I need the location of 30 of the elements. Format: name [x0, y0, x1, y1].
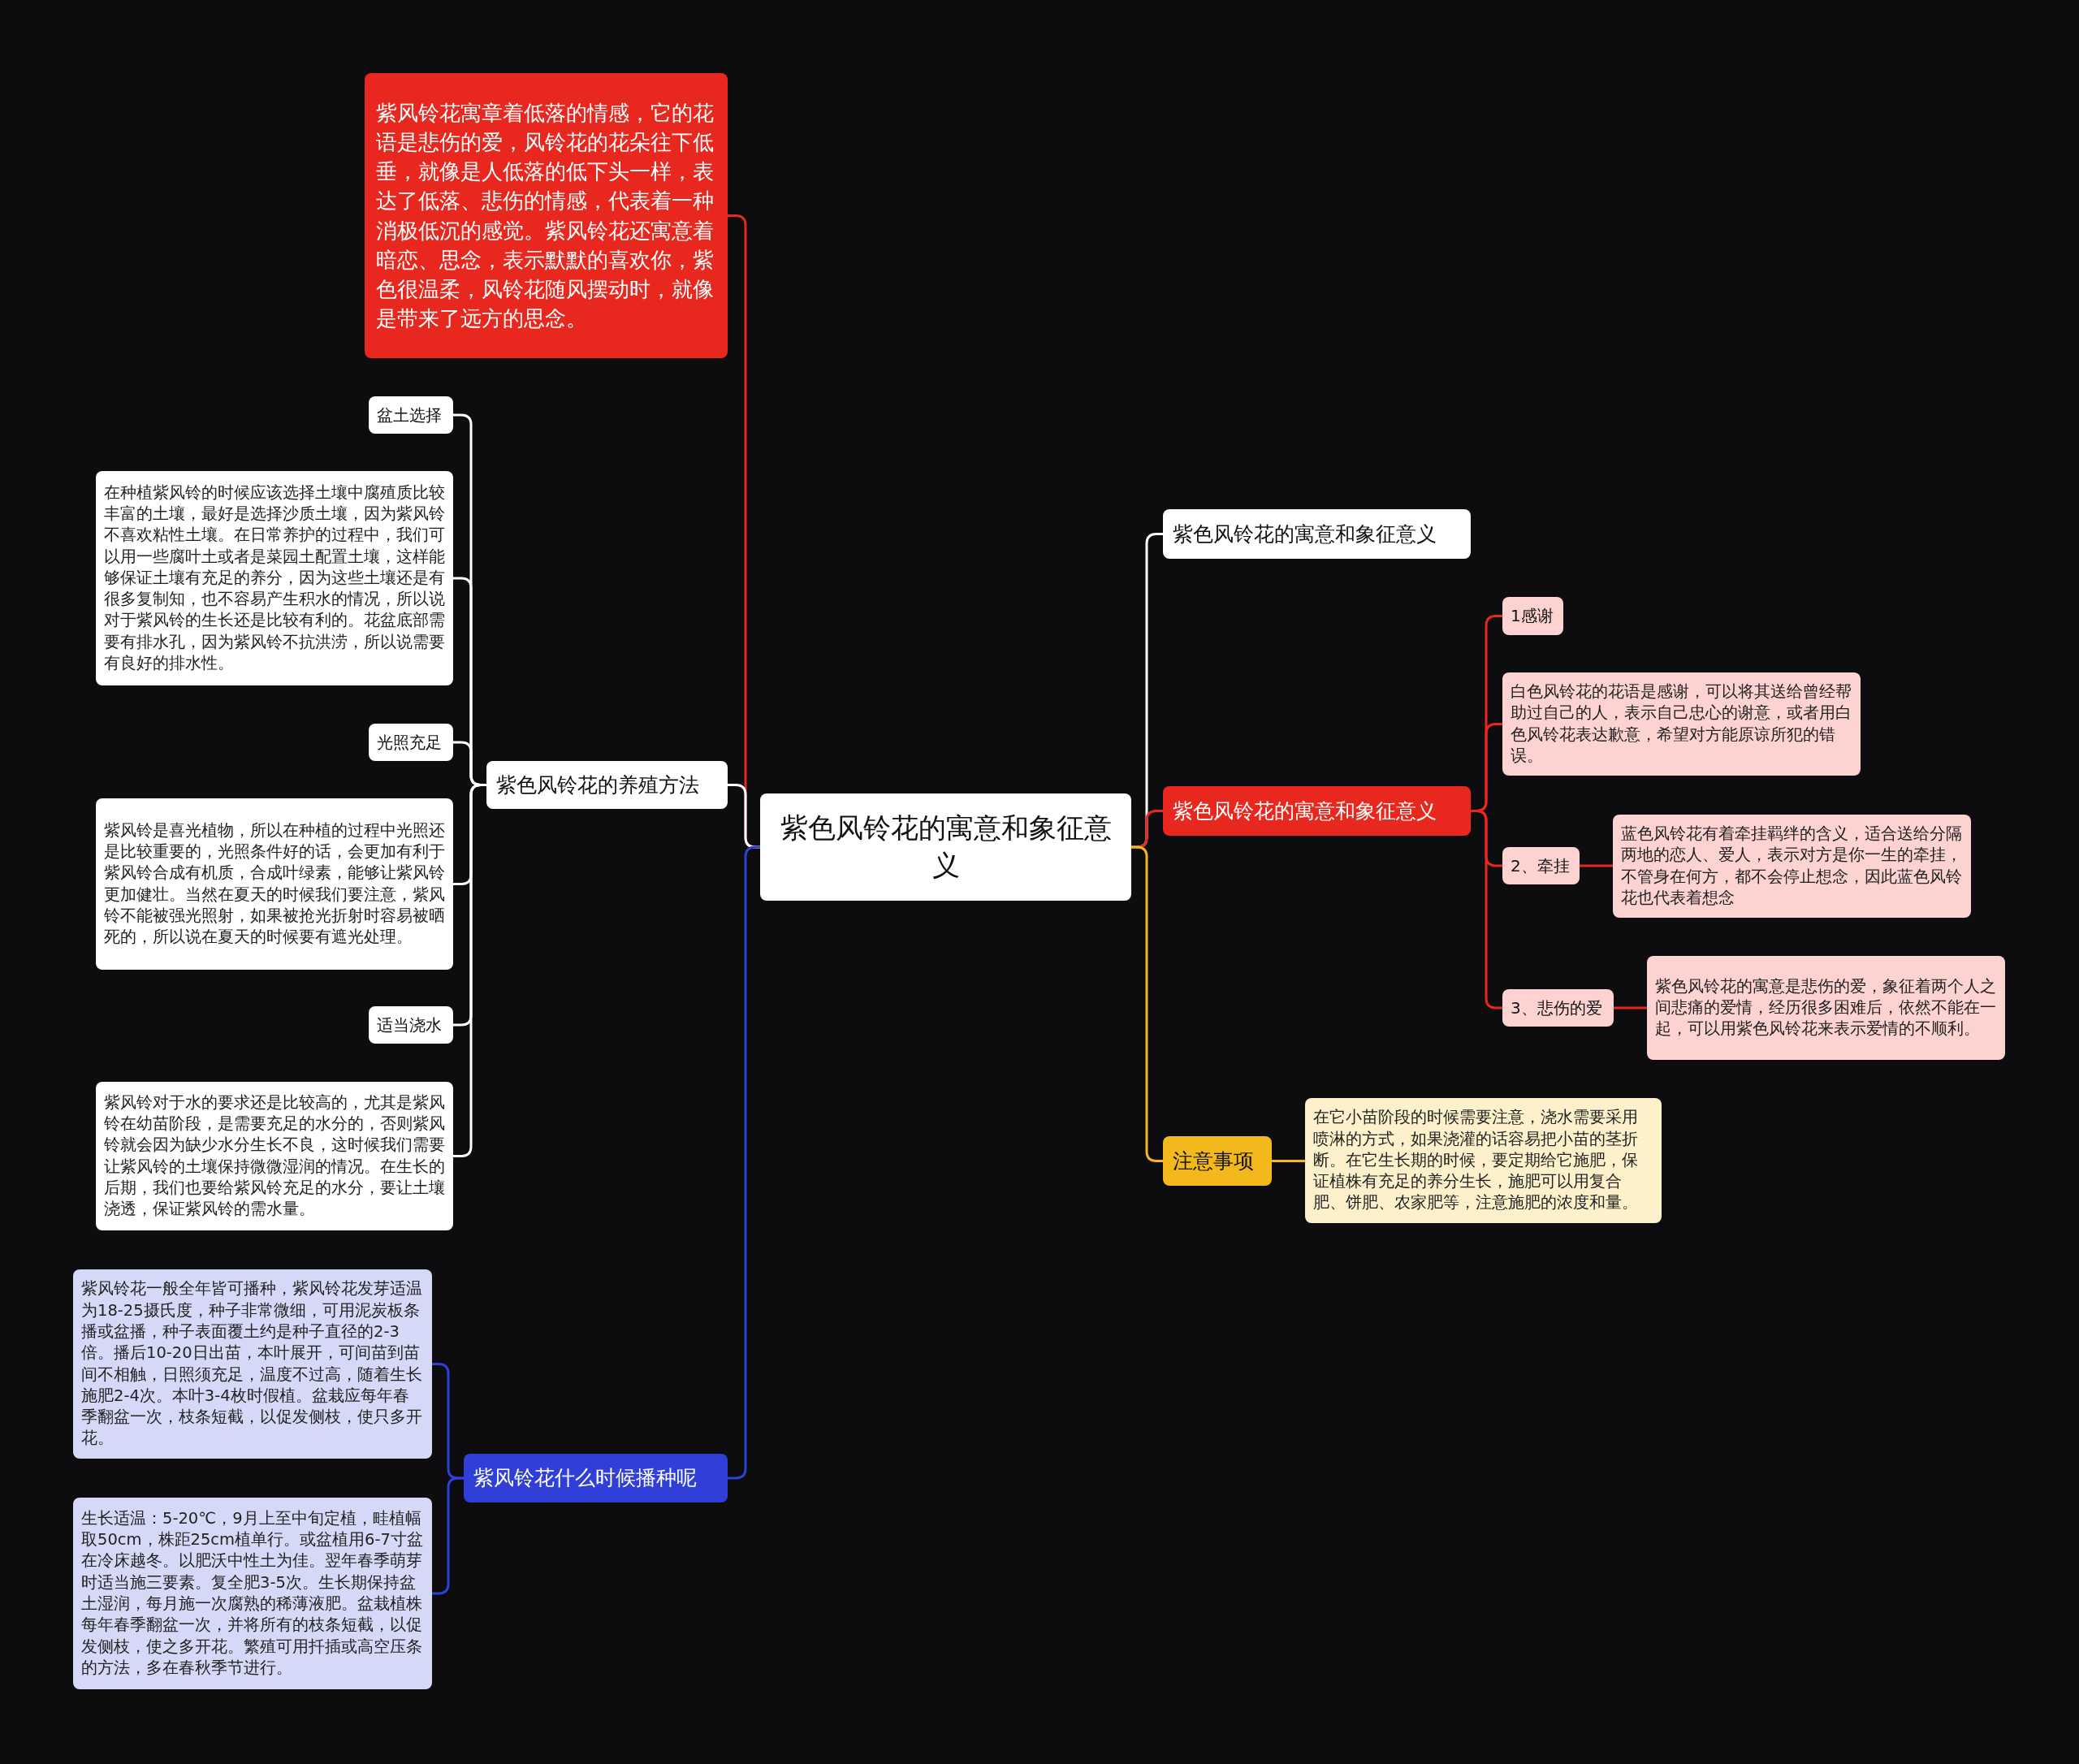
connector: [1131, 845, 1163, 1162]
connector: [728, 845, 761, 1480]
branch-topic-box: 注意事项: [1163, 1136, 1272, 1186]
subtopic-box: 2、牵挂: [1502, 847, 1580, 884]
subtopic-box: 盆土选择: [369, 396, 453, 434]
subtopic-box: 1感谢: [1502, 597, 1563, 635]
note-box: 在种植紫风铃的时候应该选择土壤中腐殖质比较丰富的土壤，最好是选择沙质土壤，因为紫风铃不喜欢粘性土壤。在日常养护的过程中，我们可以用一些腐叶土或者是菜园土配置土壤，这样能够保证土壤有充足的养分，因为这些土壤还是有很多复制知，也不容易产生积水的情况，所以说对于紫风铃的生长还是比较有利的。花盆底部需要有排水孔，因为紫风铃不抗洪涝，所以说需要有良好的排水性。: [96, 471, 453, 685]
note-box: 生长适温：5-20℃，9月上至中旬定植，畦植幅取50cm，株距25cm植单行。或盆植用6-7寸盆在冷床越冬。以肥沃中性土为佳。翌年春季萌芽时适当施三要素。复全肥3-5次。生长期保持盆土湿润，每月施一次腐熟的稀薄液肥。盆栽植株每年春季翻盆一次，并将所有的枝条短截，以促发侧枝，使之多开花。繁殖可用扦插或高空压条的方法，多在春秋季节进行。: [73, 1498, 432, 1689]
note-box: 紫风铃花一般全年皆可播种，紫风铃花发芽适温为18-25摄氏度，种子非常微细，可用泥炭板条播或盆播，种子表面覆土约是种子直径的2-3倍。播后10-20日出苗，本叶展开，可间苗到苗间不相触，日照须充足，温度不过高，随着生长施肥2-4次。本叶3-4枚时假植。盆栽应每年春季翻盆一次，枝条短截，以促发侧枝，使只多开花。: [73, 1269, 432, 1459]
connector: [1471, 810, 1502, 1010]
connector: [432, 1476, 464, 1595]
subtopic-box: 光照充足: [369, 724, 453, 761]
note-box: 紫风铃是喜光植物，所以在种植的过程中光照还是比较重要的，光照条件好的话，会更加有利于紫风铃合成有机质，合成叶绿素，能够让紫风铃更加健壮。当然在夏天的时候我们要注意，紫风铃不能被强光照射，如果被抢光折射时容易被晒死的，所以说在夏天的时候要有遮光处理。: [96, 798, 453, 970]
branch-topic-box: 紫色风铃花的寓意和象征意义: [1163, 786, 1471, 836]
note-box: 紫风铃对于水的要求还是比较高的，尤其是紫风铃在幼苗阶段，是需要充足的水分的，否则紫风铃就会因为缺少水分生长不良，这时候我们需要让紫风铃的土壤保持微微湿润的情况。在生长的后期，我们也要给紫风铃充足的水分，要让土壤浇透，保证紫风铃的需水量。: [96, 1082, 453, 1230]
note-box: 紫色风铃花的寓意是悲伤的爱，象征着两个人之间悲痛的爱情，经历很多困难后，依然不能在一起，可以用紫色风铃花来表示爱情的不顺利。: [1647, 956, 2005, 1060]
note-box: 紫风铃花寓章着低落的情感，它的花语是悲伤的爱，风铃花的花朵往下低垂，就像是人低落的低下头一样，表达了低落、悲伤的情感，代表着一种消极低沉的感觉。紫风铃花还寓意着暗恋、思念，表示默默的喜欢你，紫色很温柔，风铃花随风摆动时，就像是带来了远方的思念。: [365, 73, 728, 358]
note-box: 白色风铃花的花语是感谢，可以将其送给曾经帮助过自己的人，表示自己忠心的谢意，或者用白色风铃花表达歉意，希望对方能原谅所犯的错误。: [1502, 672, 1861, 776]
branch-topic-box: 紫风铃花什么时候播种呢: [464, 1454, 728, 1502]
connector: [1614, 1006, 1647, 1010]
note-box: 在它小苗阶段的时候需要注意，浇水需要采用喷淋的方式，如果浇灌的话容易把小苗的茎折断。在它生长期的时候，要定期给它施肥，保证植株有充足的养分生长，施肥可以用复合肥、饼肥、农家肥等，注意施肥的浓度和量。: [1305, 1098, 1662, 1223]
connector: [453, 784, 486, 1157]
branch-topic-box: 紫色风铃花的寓意和象征意义: [1163, 509, 1471, 559]
note-box: 蓝色风铃花有着牵挂羁绊的含义，适合送给分隔两地的恋人、爱人，表示对方是你一生的牵挂，不管身在何方，都不会停止想念，因此蓝色风铃花也代表着想念: [1613, 815, 1971, 918]
connector: [1272, 1160, 1305, 1162]
subtopic-box: 3、悲伤的爱: [1502, 989, 1614, 1027]
central-topic-box: 紫色风铃花的寓意和象征意义: [760, 793, 1131, 901]
connector: [1580, 864, 1613, 867]
subtopic-box: 适当浇水: [369, 1006, 453, 1044]
branch-topic-box: 紫色风铃花的养殖方法: [486, 761, 728, 809]
